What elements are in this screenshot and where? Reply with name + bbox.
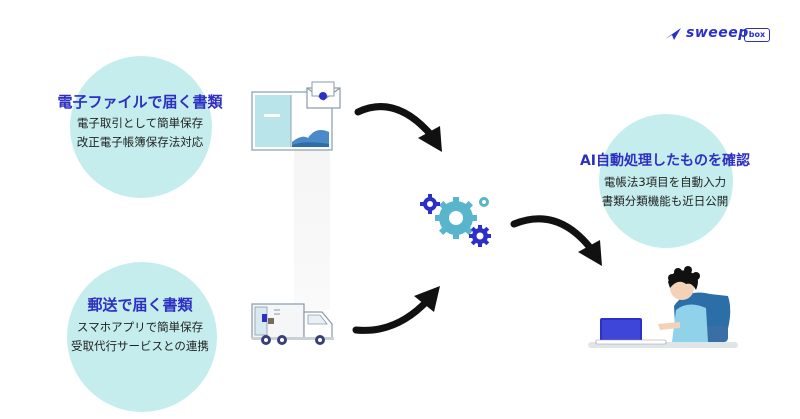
source-2-desc: スマホアプリで簡単保存 受取代行サービスとの連携 (20, 318, 260, 356)
result-line-1: 電帳法3項目を自動入力 (603, 175, 727, 189)
arrow-curved-right-icon (510, 215, 602, 266)
arrow-curved-up-icon (352, 286, 440, 334)
result-title: AI自動処理したものを確認 (579, 153, 751, 169)
person-laptop-icon (588, 266, 738, 348)
delivery-truck-icon (251, 303, 334, 345)
source-2-line-2: 受取代行サービスとの連携 (71, 339, 209, 353)
gears-icon (420, 194, 491, 247)
logo-badge: box (744, 28, 770, 42)
logo-text: sweeep (686, 25, 749, 41)
source-1-title: 電子ファイルで届く書類 (57, 93, 223, 111)
result-desc: 電帳法3項目を自動入力 書類分類機能も近日公開 (540, 173, 790, 211)
source-1-circle (70, 56, 212, 198)
envelope-icon (306, 81, 341, 109)
arrow-curved-down-icon (354, 103, 442, 152)
source-1-line-1: 電子取引として簡単保存 (76, 116, 204, 130)
source-2-circle (67, 262, 217, 412)
vertical-connector (294, 148, 330, 310)
result-circle (599, 114, 733, 248)
source-2-title: 郵送で届く書類 (87, 296, 193, 314)
sweeep-logo: sweeep box (664, 25, 772, 44)
source-2-line-1: スマホアプリで簡単保存 (76, 320, 204, 334)
sweeep-logo-icon (665, 28, 681, 40)
document-window-icon (251, 91, 333, 151)
result-line-2: 書類分類機能も近日公開 (601, 194, 729, 208)
source-1-line-2: 改正電子帳簿保存法対応 (76, 135, 204, 149)
source-1-desc: 電子取引として簡単保存 改正電子帳簿保存法対応 (20, 114, 260, 152)
